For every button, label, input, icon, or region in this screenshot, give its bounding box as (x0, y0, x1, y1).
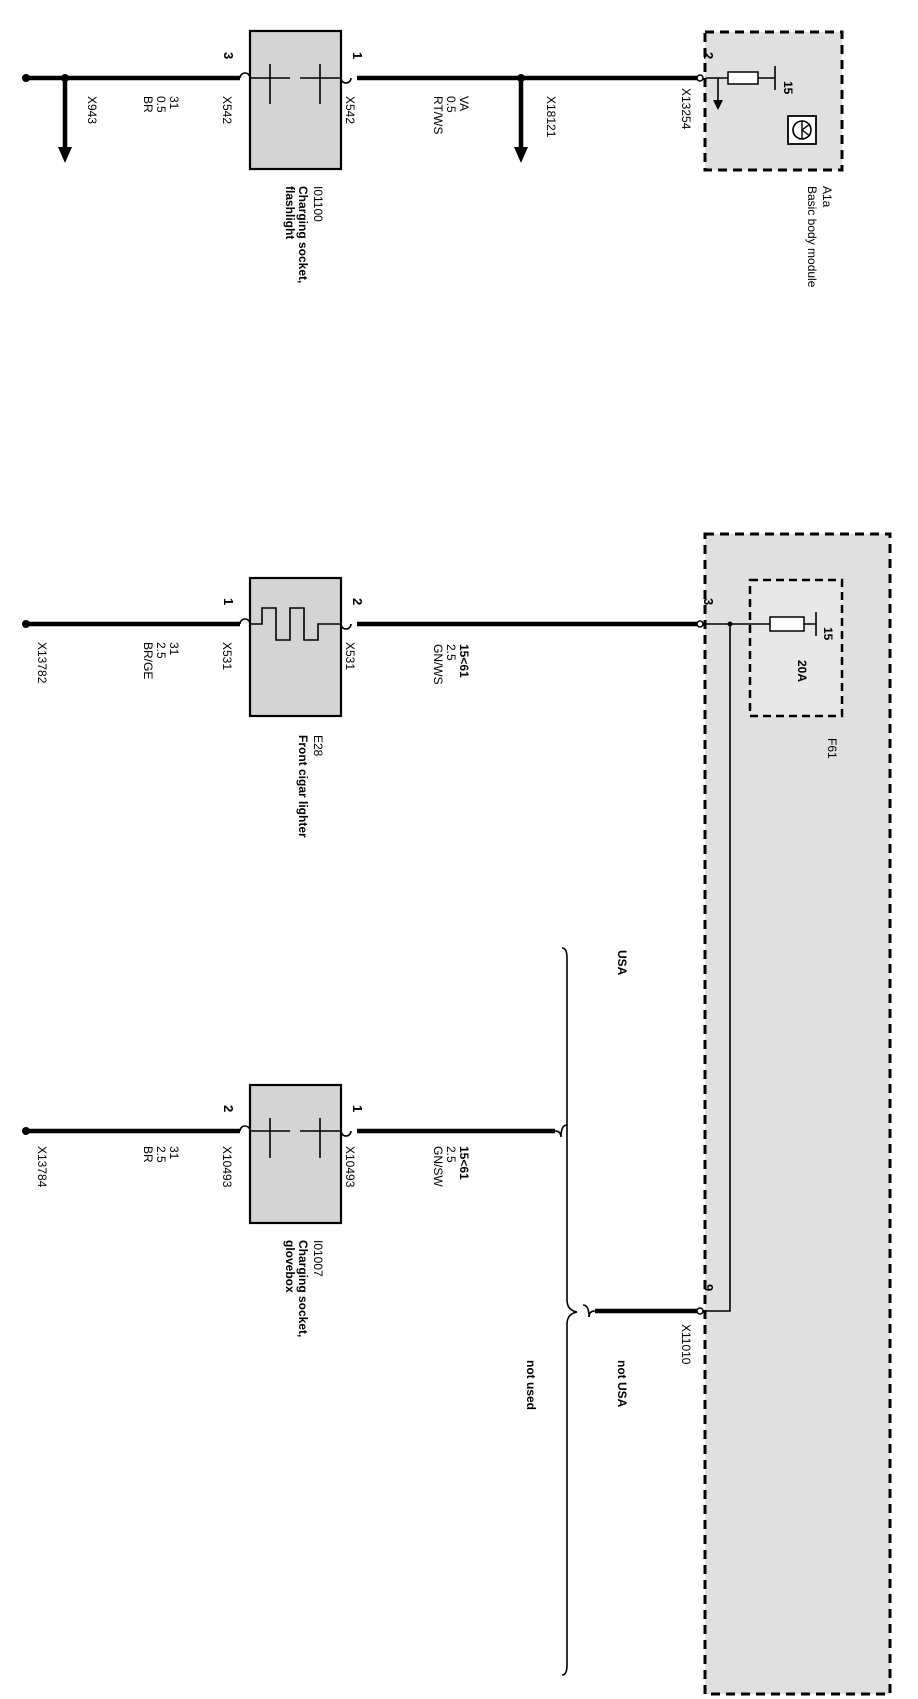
e28-pin-out: 1 (221, 598, 236, 605)
w1-in-signal: VA (457, 96, 471, 111)
i01007-pin-in: 1 (350, 1105, 365, 1112)
component-i01007 (248, 1083, 343, 1225)
a1a-pin: 2 (701, 52, 716, 59)
a1a-code: A1a (820, 186, 834, 208)
wire-break-usa-icon (554, 1124, 568, 1138)
i01100-name-1: Charging socket, (296, 186, 310, 283)
f61-pin-top: 3 (701, 598, 716, 605)
ground-arrow-x943-icon (58, 147, 72, 163)
i01100-code: I01100 (311, 186, 325, 222)
w2-in-size: 2.5 (444, 644, 458, 661)
w3-in-color: GN/SW (431, 1146, 445, 1187)
connector-x13784: X13784 (35, 1146, 49, 1188)
i01100-name-2: flashlight (283, 186, 297, 239)
fuse-f61-outline (748, 578, 844, 718)
wire-break-not-usa-icon (582, 1304, 596, 1318)
f61-rating: 20A (795, 660, 809, 682)
a1a-terminal-label: 15 (781, 81, 795, 95)
circuit-flashlight: 1 3 X542 X542 I01100 Charging socket, fl… (22, 29, 704, 283)
variant-brace-bracket (561, 947, 578, 1676)
internal-bus (706, 624, 731, 1312)
e28-pin-in: 2 (350, 598, 365, 605)
a1a-resistor-symbol (727, 71, 759, 85)
f61-terminal: 15 (821, 627, 835, 641)
component-i01100 (248, 29, 343, 171)
connector-x18121: X18121 (544, 96, 558, 138)
i01007-pin-out: 2 (221, 1105, 236, 1112)
i01007-conn-in: X10493 (343, 1146, 357, 1188)
circuit-cigar-lighter: 2 1 X531 X531 E28 Front cigar lighter 15… (22, 576, 704, 838)
i01007-code: I01007 (311, 1240, 325, 1277)
connector-x11010: X11010 (679, 1324, 693, 1365)
module-a1a: 15 2 X13254 A1a Basic body module (679, 30, 844, 288)
connector-x943: X943 (85, 96, 99, 124)
w1-out-size: 0.5 (154, 96, 168, 113)
fuse-f61-icon (769, 616, 805, 632)
w2-in-color: GN/WS (431, 644, 445, 685)
w1-in-size: 0.5 (444, 96, 458, 113)
a1a-ground-arrow-icon (713, 100, 723, 110)
i01100-conn-out: X542 (220, 96, 234, 124)
ground-arrow-x18121-icon (514, 147, 528, 163)
variant-brace: USA not USA not used (524, 947, 629, 1676)
w1-out-signal: 31 (167, 96, 181, 110)
f61-code: F61 (825, 738, 839, 759)
w1-out-color: BR (141, 96, 155, 113)
w3-in-size: 2.5 (444, 1146, 458, 1163)
module-fuse-carrier-outline (703, 532, 892, 1696)
variant-usa: USA (615, 950, 629, 976)
i01007-conn-out: X10493 (220, 1146, 234, 1188)
i01100-conn-in: X542 (343, 96, 357, 124)
variant-not-used: not used (524, 1360, 538, 1410)
connector-x13782: X13782 (35, 642, 49, 684)
e28-conn-out: X531 (220, 642, 234, 670)
w3-out-signal: 31 (167, 1146, 181, 1160)
e28-conn-in: X531 (343, 642, 357, 670)
i01007-name-1: Charging socket, (296, 1240, 310, 1337)
variant-not-usa: not USA (615, 1360, 629, 1408)
i01100-pin-out: 3 (221, 52, 236, 59)
circuit-glovebox: 1 2 X10493 X10493 I01007 Charging socket… (22, 1083, 704, 1337)
component-e28 (248, 576, 343, 718)
w2-out-signal: 31 (167, 642, 181, 656)
a1a-name: Basic body module (805, 186, 819, 288)
a1a-connector: X13254 (679, 88, 693, 130)
module-a1a-outline (703, 30, 844, 172)
heating-element-icon (250, 607, 341, 641)
f61-pin-bottom: 9 (701, 1284, 716, 1291)
i01100-pin-in: 1 (350, 52, 365, 59)
w3-out-color: BR (141, 1146, 155, 1163)
w3-out-size: 2.5 (154, 1146, 168, 1163)
w2-in-signal: 15<61 (457, 644, 471, 678)
w2-out-color: BR/GE (141, 642, 155, 679)
w2-out-size: 2.5 (154, 642, 168, 659)
i01007-name-2: glovebox (283, 1240, 297, 1293)
module-fuse-carrier: 15 20A F61 3 9 X11010 (679, 532, 892, 1696)
e28-name: Front cigar lighter (296, 735, 310, 838)
w3-in-signal: 15<61 (457, 1146, 471, 1180)
w1-in-color: RT/WS (431, 96, 445, 134)
e28-code: E28 (311, 735, 325, 757)
